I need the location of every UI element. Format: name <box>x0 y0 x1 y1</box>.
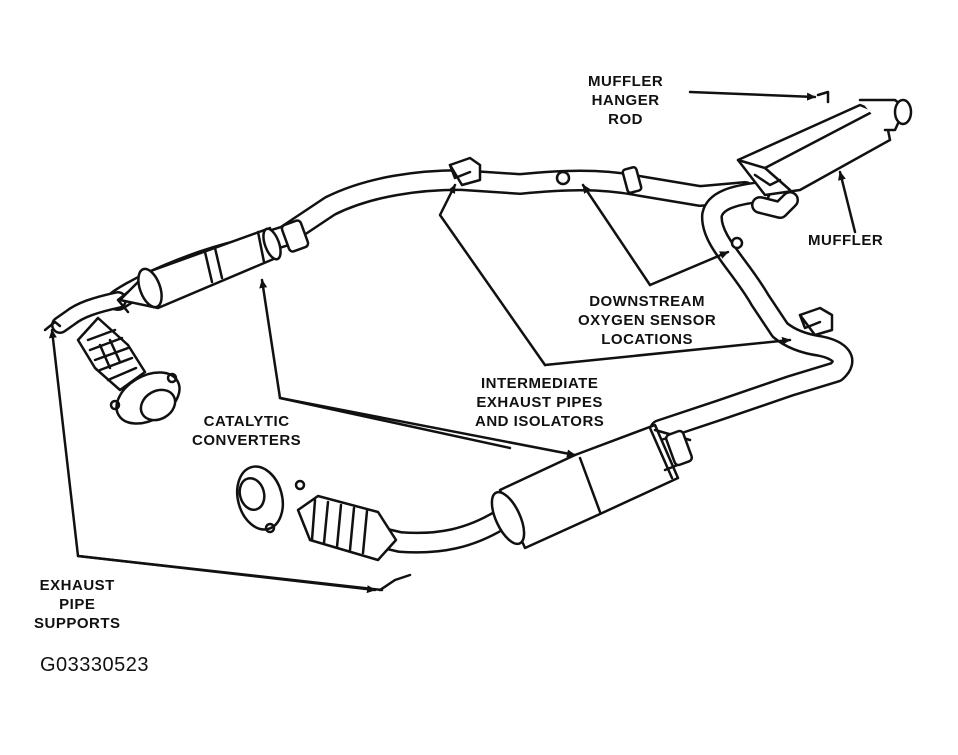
leader-muffler <box>838 170 857 234</box>
label-exhaust-pipe-supports: EXHAUST PIPE SUPPORTS <box>34 576 121 633</box>
label-line: AND ISOLATORS <box>475 413 605 430</box>
leader-pipe-lower <box>543 336 792 367</box>
leader-o2-lower <box>648 250 730 287</box>
leader-support-lower <box>76 554 377 594</box>
figure-code: G03330523 <box>40 654 150 676</box>
label-line: SUPPORTS <box>34 615 121 632</box>
flex-pipe-lower <box>235 465 398 562</box>
label-line: INTERMEDIATE <box>480 375 599 392</box>
leader-pipe-upper <box>438 183 547 367</box>
label-line: MUFFLER <box>808 232 884 249</box>
crossover-pipe <box>649 181 854 441</box>
label-line: EXHAUST PIPES <box>476 394 603 411</box>
label-muffler-hanger-rod: MUFFLER HANGER ROD <box>588 72 663 129</box>
label-line: HANGER <box>591 92 660 109</box>
label-catalytic-converters: CATALYTIC CONVERTERS <box>192 412 301 450</box>
label-line: EXHAUST <box>39 577 115 594</box>
label-line: MUFFLER <box>588 73 664 90</box>
left-inlet-pipe <box>51 291 127 334</box>
label-line: ROD <box>608 111 643 128</box>
label-line: PIPE <box>59 596 96 613</box>
muffler-body <box>736 90 913 197</box>
label-intermediate-exhaust-pipes: INTERMEDIATE EXHAUST PIPES AND ISOLATORS <box>475 374 604 431</box>
leader-hanger-rod <box>688 90 817 101</box>
label-line: DOWNSTREAM <box>589 293 706 310</box>
flex-pipe-upper <box>76 316 181 425</box>
catalytic-converter-upper <box>116 226 282 314</box>
label-line: LOCATIONS <box>601 331 693 348</box>
label-downstream-oxygen-sensor: DOWNSTREAM OXYGEN SENSOR LOCATIONS <box>578 292 716 349</box>
catalytic-converter-lower <box>490 423 692 550</box>
leader-cat-lower <box>278 396 577 458</box>
label-muffler: MUFFLER <box>808 231 883 250</box>
pipe-hangers <box>43 156 834 592</box>
leader-o2-upper <box>581 183 652 287</box>
label-line: OXYGEN SENSOR <box>578 312 717 329</box>
label-line: CATALYTIC <box>203 413 290 430</box>
label-line: CONVERTERS <box>192 432 302 449</box>
leader-lines <box>48 90 857 594</box>
